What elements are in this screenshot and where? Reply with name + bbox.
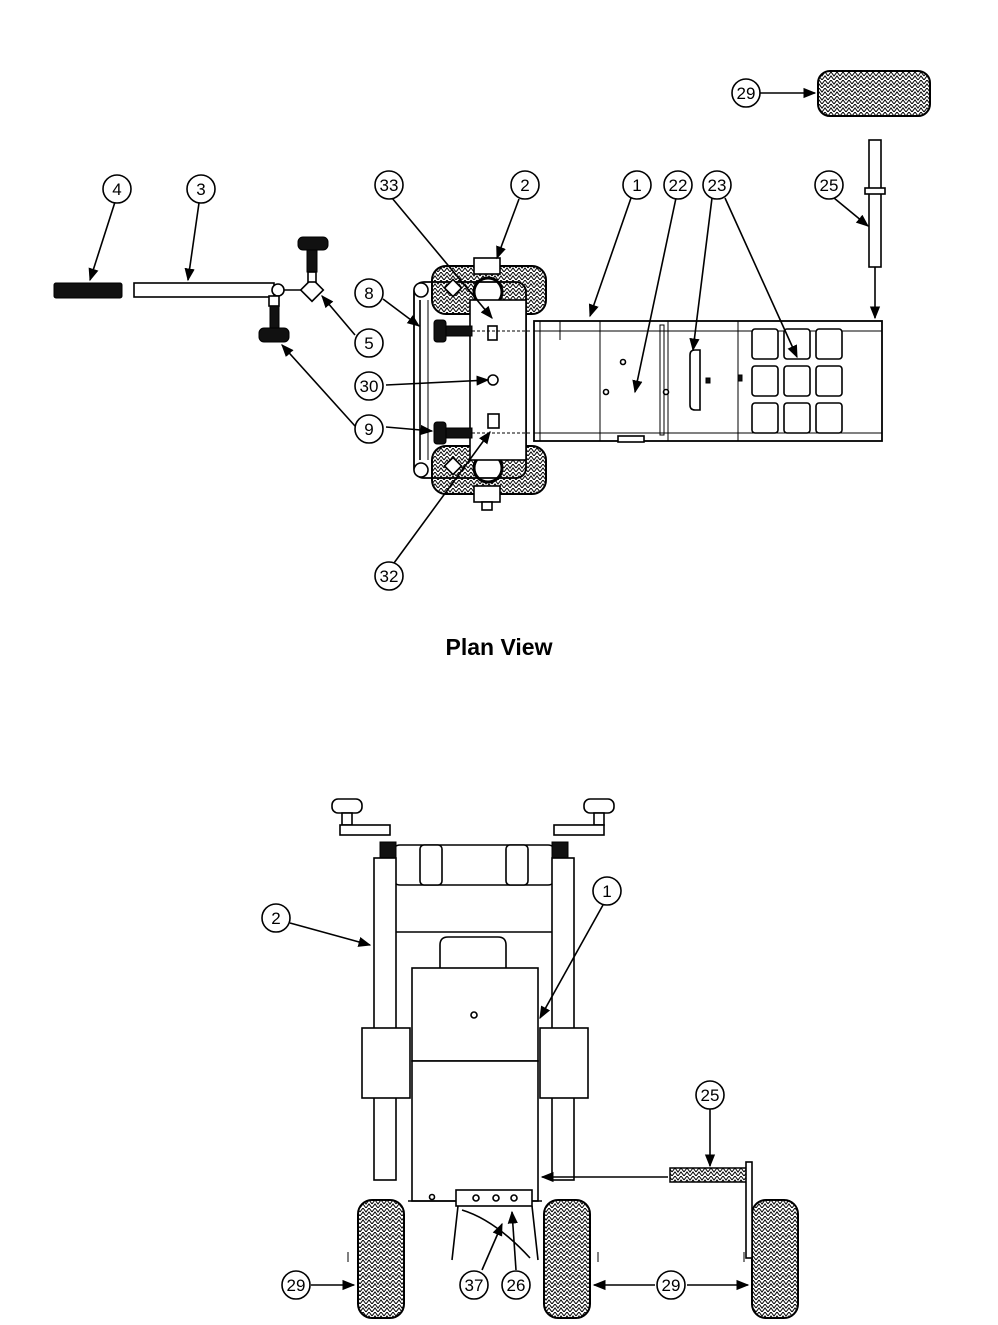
callout-22: 22 [663,170,693,200]
callout-29-plan: 29 [731,78,761,108]
callout-label: 25 [820,176,839,195]
callout-1-front: 1 [592,876,622,906]
tire-29-plan [817,70,931,117]
front-frame-right [551,857,575,1181]
callout-33: 33 [374,170,404,200]
callout-23: 23 [702,170,732,200]
spare-wheel [751,1199,799,1319]
callout-label: 30 [360,377,379,396]
front-view [289,798,799,1319]
callout-8: 8 [354,278,384,308]
callout-label: 29 [737,84,756,103]
callout-2-plan: 2 [510,170,540,200]
callout-label: 2 [271,909,280,928]
callout-label: 8 [364,284,373,303]
callout-5: 5 [354,328,384,358]
axle-25-front [669,1167,751,1183]
callout-label: 4 [112,180,121,199]
callout-25-plan: 25 [814,170,844,200]
callout-25-front: 25 [695,1080,725,1110]
stand-leg [451,1205,539,1261]
callout-label: 5 [364,334,373,353]
front-handle [439,936,507,968]
handle-elbow [299,277,325,303]
callout-3: 3 [186,174,216,204]
plan-view [53,70,931,564]
callout-label: 29 [287,1276,306,1295]
callout-label: 29 [662,1276,681,1295]
callout-label: 22 [669,176,688,195]
axle-25-plan [868,139,882,268]
callout-29-front-right: 29 [656,1270,686,1300]
callout-37: 37 [459,1270,489,1300]
callout-4: 4 [102,174,132,204]
frame-knob-top [433,319,447,343]
front-frame-left [373,857,397,1181]
callout-label: 3 [196,180,205,199]
handle-grip [53,282,123,299]
callout-label: 25 [701,1086,720,1105]
callout-label: 1 [602,882,611,901]
lower-knob [258,327,290,343]
handle-bar [133,282,275,298]
front-knob-right [583,798,615,814]
upper-knob [297,236,329,251]
callout-label: 26 [507,1276,526,1295]
frame-knob-bottom [433,421,447,445]
front-knob-left [331,798,363,814]
deck-handle [689,349,701,411]
callout-29-front-left: 29 [281,1270,311,1300]
callout-label: 37 [465,1276,484,1295]
callout-1-plan: 1 [622,170,652,200]
callout-2-front: 2 [261,903,291,933]
callout-label: 9 [364,420,373,439]
callout-label: 1 [632,176,641,195]
callout-label: 33 [380,176,399,195]
front-roller [391,844,557,886]
callout-label: 32 [380,567,399,586]
front-wheel-left [357,1199,405,1319]
callout-label: 23 [708,176,727,195]
callout-32: 32 [374,561,404,591]
handle-joint [271,283,285,297]
front-wheel-right [543,1199,591,1319]
callout-26: 26 [501,1270,531,1300]
vent-grid [737,328,843,434]
callout-9: 9 [354,414,384,444]
plan-view-title: Plan View [445,634,553,660]
callout-label: 2 [520,176,529,195]
callout-30: 30 [354,371,384,401]
